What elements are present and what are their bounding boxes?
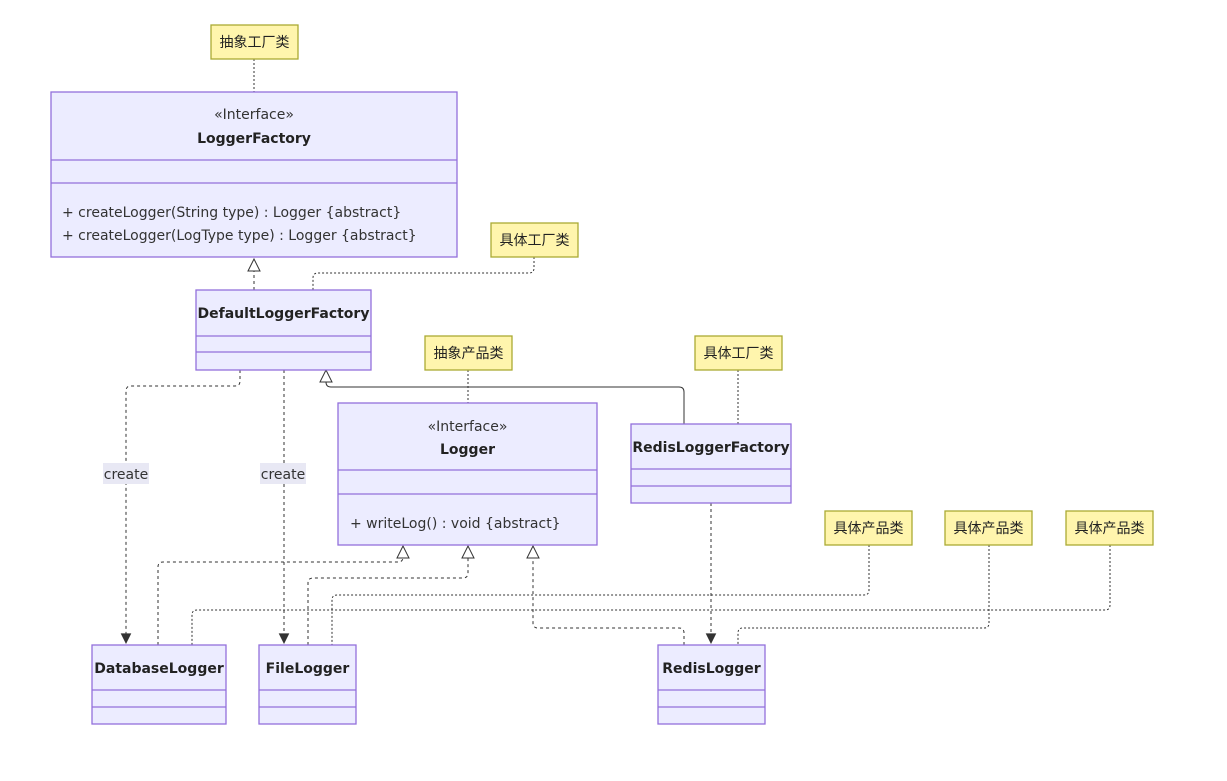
class-redisloggerfactory: RedisLoggerFactory bbox=[630, 423, 792, 504]
svg-text:具体产品类: 具体产品类 bbox=[1075, 521, 1145, 537]
class-name: DefaultLoggerFactory bbox=[198, 306, 370, 322]
note-link-concrete-product-redis bbox=[191, 545, 1111, 645]
svg-text:create: create bbox=[104, 467, 148, 483]
edge-redislogger-realizes-logger bbox=[533, 546, 685, 645]
svg-text:具体工厂类: 具体工厂类 bbox=[500, 233, 570, 249]
note-concrete-product-database: 具体产品类 bbox=[824, 510, 913, 546]
svg-text:抽象产品类: 抽象产品类 bbox=[434, 346, 504, 362]
class-name: FileLogger bbox=[266, 661, 350, 677]
class-method: + writeLog() : void {abstract} bbox=[350, 516, 561, 532]
class-databaselogger: DatabaseLogger bbox=[91, 644, 227, 725]
class-defaultloggerfactory: DefaultLoggerFactory bbox=[195, 289, 372, 371]
note-concrete-product-file: 具体产品类 bbox=[944, 510, 1033, 546]
class-name: LoggerFactory bbox=[197, 131, 311, 147]
edge-label-create-file: create bbox=[260, 463, 306, 484]
svg-text:create: create bbox=[261, 467, 305, 483]
svg-text:具体产品类: 具体产品类 bbox=[954, 521, 1024, 537]
class-loggerfactory: «Interface» LoggerFactory + createLogger… bbox=[50, 91, 458, 258]
class-name: RedisLoggerFactory bbox=[632, 440, 789, 456]
note-concrete-factory-default: 具体工厂类 bbox=[490, 222, 579, 258]
note-concrete-product-redis: 具体产品类 bbox=[1065, 510, 1154, 546]
class-method: + createLogger(LogType type) : Logger {a… bbox=[62, 228, 417, 244]
class-name: DatabaseLogger bbox=[94, 661, 224, 677]
note-link-concrete-factory-default bbox=[312, 257, 535, 290]
svg-text:抽象工厂类: 抽象工厂类 bbox=[220, 35, 290, 51]
class-logger: «Interface» Logger + writeLog() : void {… bbox=[337, 402, 598, 546]
class-filelogger: FileLogger bbox=[258, 644, 357, 725]
class-name: Logger bbox=[440, 442, 495, 458]
note-link-concrete-product-database bbox=[331, 545, 870, 645]
note-abstract-factory: 抽象工厂类 bbox=[210, 24, 299, 60]
note-abstract-product: 抽象产品类 bbox=[424, 335, 513, 371]
class-method: + createLogger(String type) : Logger {ab… bbox=[62, 205, 401, 221]
note-link-concrete-product-file bbox=[737, 545, 990, 645]
edge-filelogger-realizes-logger bbox=[307, 546, 468, 645]
class-name: RedisLogger bbox=[662, 661, 761, 677]
edge-redisloggerfactory-extends-defaultloggerfactory bbox=[326, 370, 685, 424]
edge-label-create-database: create bbox=[103, 463, 149, 484]
note-concrete-factory-redis: 具体工厂类 bbox=[694, 335, 783, 371]
class-redislogger: RedisLogger bbox=[657, 644, 766, 725]
svg-text:具体产品类: 具体产品类 bbox=[834, 521, 904, 537]
edge-create-databaselogger bbox=[126, 370, 241, 643]
class-stereotype: «Interface» bbox=[428, 419, 508, 435]
class-stereotype: «Interface» bbox=[214, 107, 294, 123]
edge-databaselogger-realizes-logger bbox=[157, 546, 403, 645]
svg-text:具体工厂类: 具体工厂类 bbox=[704, 346, 774, 362]
